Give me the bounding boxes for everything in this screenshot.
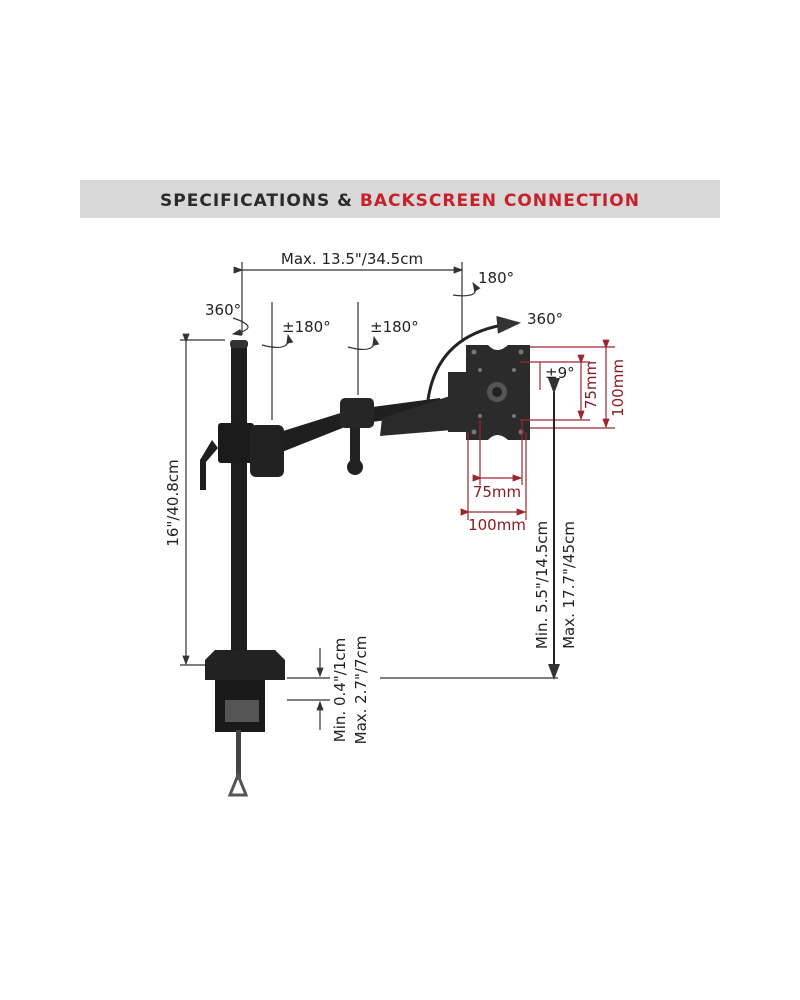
rotate-arrow-icon	[261, 333, 294, 348]
arm-reach-label: Max. 13.5"/34.5cm	[281, 250, 423, 268]
height-max-label: Max. 17.7"/45cm	[560, 521, 578, 649]
head-rotate-label: 360°	[527, 310, 563, 328]
rotate-arrow-icon	[231, 317, 249, 336]
height-min-label: Min. 5.5"/14.5cm	[533, 521, 551, 649]
vesa-100-horizontal-label: 100mm	[468, 516, 526, 534]
pole-height-label: 16"/40.8cm	[164, 459, 182, 546]
pole-swivel-label: 360°	[205, 301, 241, 319]
rotate-arrow-icon	[347, 335, 380, 350]
joint2-label: ±180°	[370, 318, 419, 336]
head-swivel-label: 180°	[478, 269, 514, 287]
page-title: SPECIFICATIONS & BACKSCREEN CONNECTION	[160, 191, 640, 211]
tilt-label: ±9°	[545, 364, 575, 382]
title-banner	[80, 180, 720, 218]
rotate-360-arrow-icon	[416, 315, 521, 423]
clamp-min-label: Min. 0.4"/1cm	[331, 638, 349, 742]
joint1-label: ±180°	[282, 318, 331, 336]
vesa-100-vertical-label: 100mm	[609, 359, 627, 417]
vesa-75-vertical-label: 75mm	[582, 361, 600, 409]
vesa-75-horizontal-label: 75mm	[473, 483, 521, 501]
rotate-arrow-icon	[452, 281, 481, 297]
clamp-max-label: Max. 2.7"/7cm	[352, 636, 370, 745]
monitor-arm-product	[200, 340, 530, 797]
